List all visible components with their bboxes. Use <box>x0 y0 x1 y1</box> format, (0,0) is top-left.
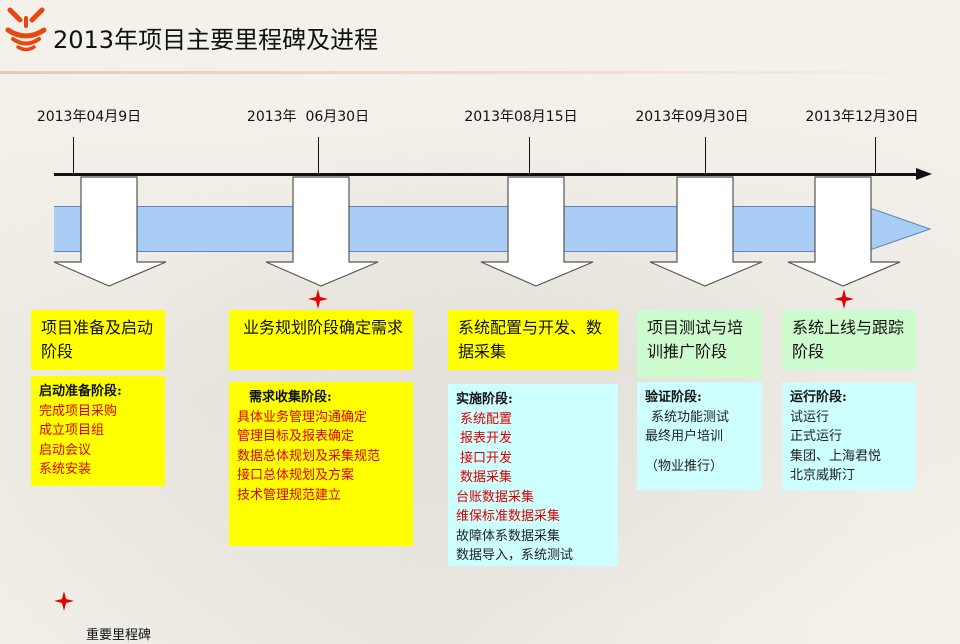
detail-item: 数据总体规划及采集规范 <box>237 448 381 464</box>
header: 2013年项目主要里程碑及进程 <box>0 0 960 74</box>
stage-label: 业务规划阶段确定需求 <box>243 318 404 337</box>
detail-item: 系统配置 <box>460 411 513 427</box>
stage-box-2: 业务规划阶段确定需求 <box>229 310 413 370</box>
stage-box-3: 系统配置与开发、数据采集 <box>448 310 618 370</box>
detail-item: 集团、上海君悦 <box>790 448 882 464</box>
timeline-axis <box>54 173 920 176</box>
detail-item: 北京威斯汀 <box>790 468 856 483</box>
detail-box-5: 运行阶段: 试运行 正式运行 集团、上海君悦 北京威斯汀 <box>782 382 916 490</box>
milestone-date-2: 2013年 06月30日 <box>246 109 370 125</box>
detail-item: 报表开发 <box>460 431 513 446</box>
detail-title: 运行阶段: <box>790 390 847 405</box>
detail-item: 接口开发 <box>460 450 513 466</box>
detail-item: 启动会议 <box>39 442 92 458</box>
detail-item: 维保标准数据采集 <box>456 509 561 524</box>
detail-title: 实施阶段: <box>456 392 513 407</box>
milestone-star-icon <box>834 289 854 309</box>
timeline-axis-arrowhead <box>916 168 932 180</box>
detail-item: 系统功能测试 <box>651 409 730 425</box>
date-tick <box>73 137 74 175</box>
detail-list: 试运行 正式运行 集团、上海君悦 北京威斯汀 <box>790 408 908 486</box>
detail-item: 故障体系数据采集 <box>456 528 561 544</box>
date-tick <box>529 137 530 175</box>
detail-item: 正式运行 <box>790 429 843 444</box>
date-tick <box>318 137 319 175</box>
stage-box-1: 项目准备及启动阶段 <box>31 310 165 370</box>
stage-label: 项目准备及启动阶段 <box>41 318 154 361</box>
detail-item: 试运行 <box>790 409 830 425</box>
milestone-date-1: 2013年04月9日 <box>36 109 142 125</box>
milestone-date-5: 2013年12月30日 <box>805 109 919 125</box>
detail-box-2: 需求收集阶段: 具体业务管理沟通确定 管理目标及报表确定 数据总体规划及采集规范… <box>229 382 413 546</box>
date-tick <box>705 137 706 175</box>
stage-label: 项目测试与培训推广阶段 <box>647 318 744 361</box>
milestone-date-4: 2013年09月30日 <box>635 109 749 125</box>
page-title: 2013年项目主要里程碑及进程 <box>53 26 379 54</box>
logo-icon <box>5 7 47 52</box>
detail-box-3: 实施阶段: 系统配置 报表开发 接口开发 数据采集 台账数据采集 维保标准数据采… <box>448 384 618 566</box>
detail-item: 技术管理规范建立 <box>237 487 342 503</box>
detail-item: 系统安装 <box>39 462 92 477</box>
detail-box-4: 验证阶段: 系统功能测试 最终用户培训 （物业推行） <box>637 382 762 490</box>
stage-arrow-2 <box>265 176 379 287</box>
progress-band-tip <box>864 206 932 252</box>
detail-list: 具体业务管理沟通确定 管理目标及报表确定 数据总体规划及采集规范 接口总体规划及… <box>237 408 405 506</box>
stage-arrow-3 <box>480 176 594 287</box>
detail-title: 需求收集阶段: <box>249 390 332 405</box>
stage-label: 系统上线与跟踪阶段 <box>792 318 905 361</box>
detail-list: 完成项目采购 成立项目组 启动会议 系统安装 <box>39 402 157 480</box>
detail-item: 数据导入，系统测试 <box>456 548 574 563</box>
milestone-date-3: 2013年08月15日 <box>464 109 578 125</box>
detail-item: 成立项目组 <box>39 423 105 438</box>
detail-item: 数据采集 <box>460 470 513 485</box>
legend-star-icon <box>54 591 74 611</box>
stage-arrow-1 <box>53 176 167 287</box>
stage-label: 系统配置与开发、数据采集 <box>458 318 603 361</box>
header-divider <box>0 71 960 74</box>
date-tick <box>875 137 876 175</box>
stage-arrow-4 <box>649 176 763 287</box>
stage-box-4: 项目测试与培训推广阶段 <box>637 310 762 378</box>
milestone-star-icon <box>308 289 328 309</box>
detail-item: （物业推行） <box>645 458 724 474</box>
detail-item: 完成项目采购 <box>39 403 118 419</box>
detail-title: 验证阶段: <box>645 390 702 405</box>
stage-box-5: 系统上线与跟踪阶段 <box>782 310 916 370</box>
detail-list: 系统功能测试 最终用户培训 （物业推行） <box>645 408 754 477</box>
detail-item: 最终用户培训 <box>645 429 724 444</box>
detail-title: 启动准备阶段: <box>39 384 122 399</box>
detail-item: 接口总体规划及方案 <box>237 468 355 483</box>
stage-arrow-5 <box>787 176 901 287</box>
detail-item: 台账数据采集 <box>456 489 535 505</box>
legend-label: 重要里程碑 <box>86 628 152 643</box>
detail-box-1: 启动准备阶段: 完成项目采购 成立项目组 启动会议 系统安装 <box>31 376 165 486</box>
detail-list: 系统配置 报表开发 接口开发 数据采集 台账数据采集 维保标准数据采集 故障体系… <box>456 410 610 566</box>
detail-item: 具体业务管理沟通确定 <box>237 409 368 425</box>
detail-item: 管理目标及报表确定 <box>237 429 355 444</box>
